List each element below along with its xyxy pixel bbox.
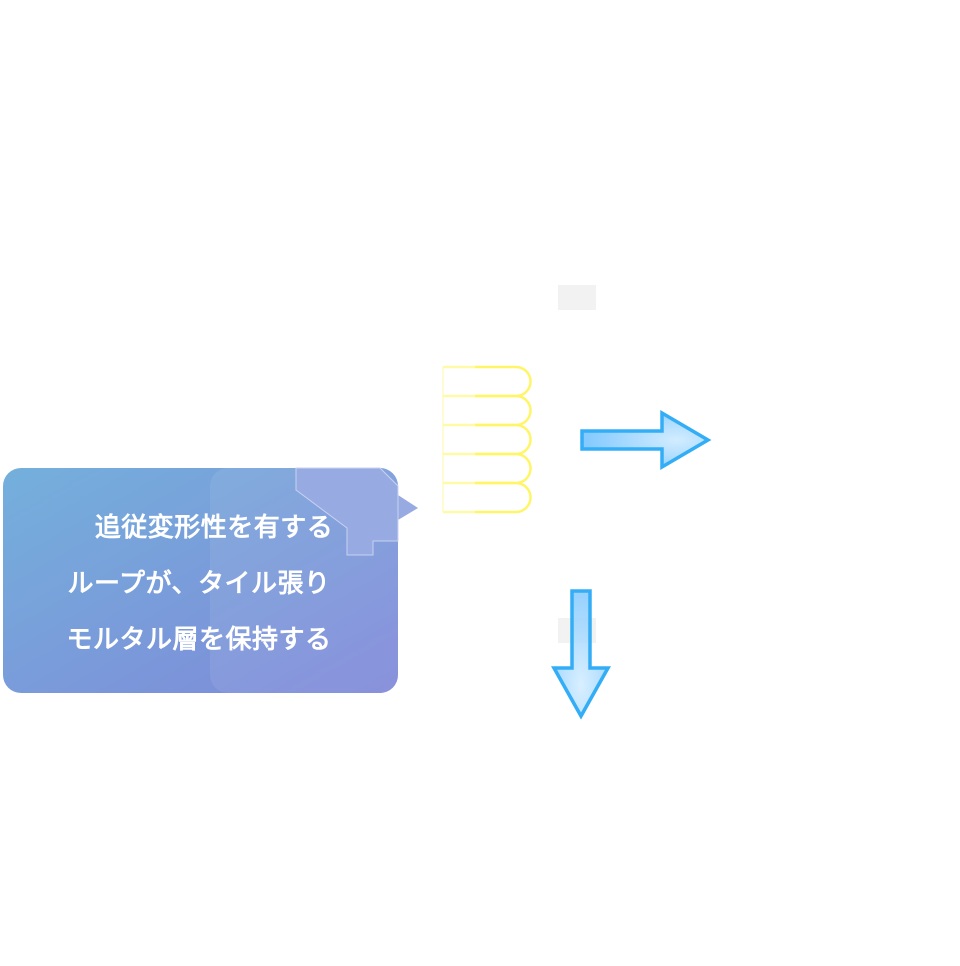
placeholder-top — [558, 283, 624, 311]
callout-line: ループが、タイル張り — [67, 569, 331, 599]
arrow-down-icon — [551, 589, 611, 720]
callout-text: 追従変形性を有する ループが、タイル張り モルタル層を保持する — [18, 500, 398, 668]
callout-line: モルタル層を保持する — [66, 625, 332, 655]
arrow-right-icon — [580, 409, 712, 471]
callout-bubble — [3, 467, 418, 693]
loop-fiber-icon — [442, 365, 532, 514]
callout-line: 追従変形性を有する — [94, 513, 334, 543]
